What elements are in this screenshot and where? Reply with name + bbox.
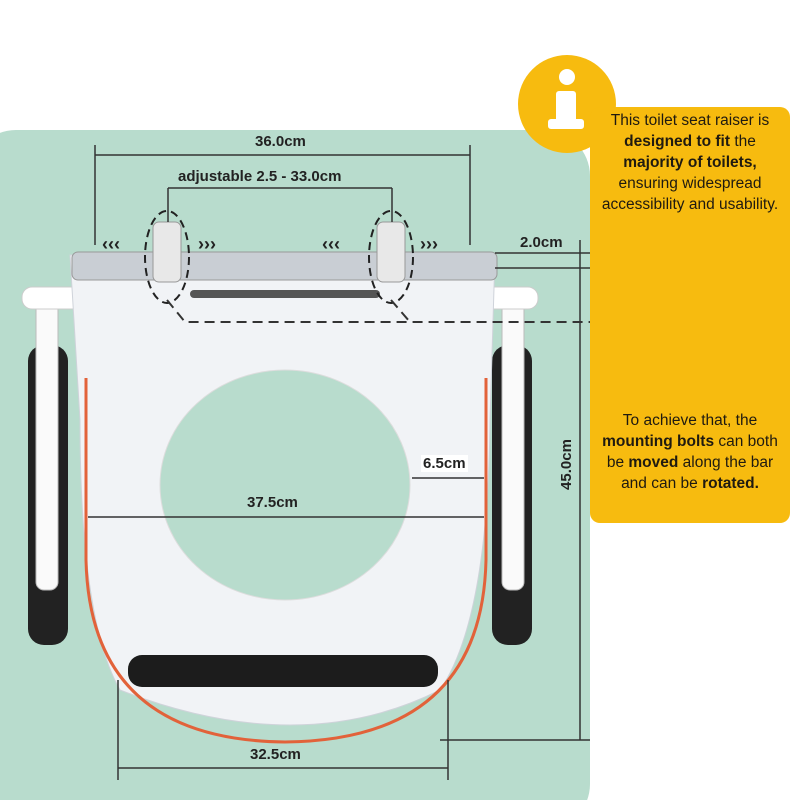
left-armrest: [21, 286, 83, 645]
dim-adjustable: adjustable 2.5 - 33.0cm: [178, 168, 342, 185]
callout-connector: [166, 299, 630, 323]
mounting-bolt-right: [368, 210, 414, 304]
dimension-lines: [88, 145, 590, 780]
move-left-arrows: ‹‹‹: [102, 234, 120, 254]
mounting-bolt-left: [144, 210, 190, 304]
dim-inner-width: 37.5cm: [247, 494, 298, 511]
mounting-bar: [71, 251, 498, 281]
right-armrest: [477, 286, 539, 645]
move-left-arrows: ‹‹‹: [322, 234, 340, 254]
move-right-arrows: ›››: [198, 234, 216, 254]
info-paragraph-1: This toilet seat raiser is designed to f…: [601, 112, 779, 213]
dim-side-gap: 6.5cm: [421, 455, 468, 472]
front-grip-bar: [128, 655, 438, 687]
info-paragraph-2: To achieve that, the mounting bolts can …: [602, 412, 778, 492]
dim-bottom-width: 32.5cm: [250, 746, 301, 763]
move-right-arrows: ›››: [420, 234, 438, 254]
info-box: [590, 107, 790, 523]
dim-bar-offset: 2.0cm: [520, 234, 563, 251]
dim-top-width: 36.0cm: [255, 133, 306, 150]
seat-outline: [84, 378, 488, 744]
dim-length: 45.0cm: [557, 439, 575, 490]
seat-hole: [159, 369, 411, 601]
